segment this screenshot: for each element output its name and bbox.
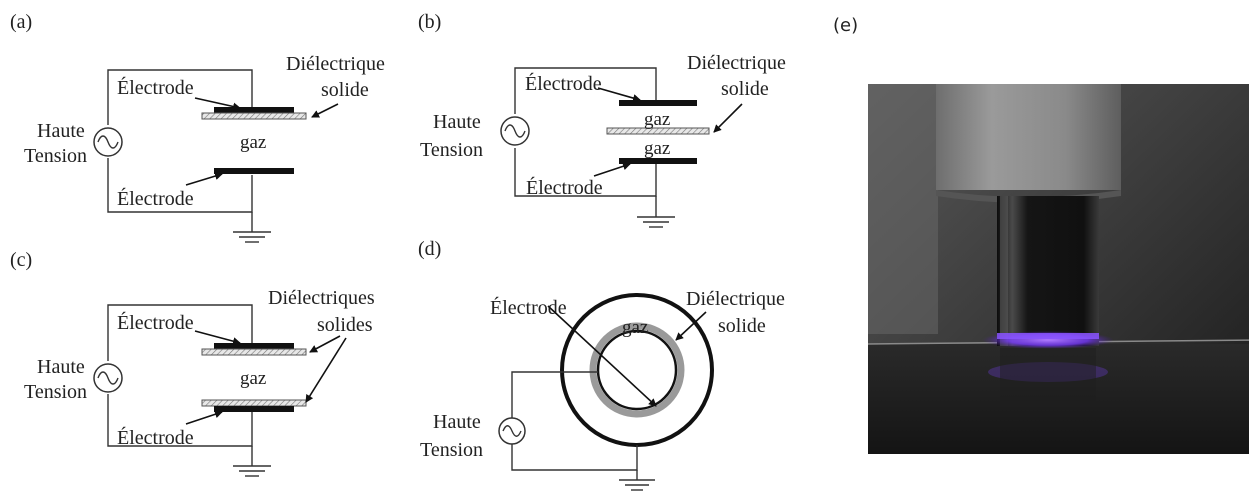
- panel-c-arrow-dielectric-top: [309, 335, 341, 353]
- panel-a-electrode-bottom: [214, 168, 294, 174]
- panel-d-hv-label-1: Haute: [433, 411, 481, 433]
- panel-c-hv-label-1: Haute: [37, 356, 85, 378]
- panel-d-dielectric-label-2: solide: [718, 315, 766, 337]
- panel-b-ground-icon: [637, 196, 675, 228]
- panel-a-arrow-dielectric: [311, 103, 339, 118]
- panel-a-electrode-bottom-label: Électrode: [117, 187, 194, 210]
- panel-d-dielectric-label-1: Diélectrique: [686, 288, 785, 310]
- panel-c-label: (c): [10, 249, 32, 271]
- panel-c-electrode-bottom-label: Électrode: [117, 426, 194, 449]
- panel-b-electrode-bottom-label: Électrode: [526, 176, 603, 199]
- panel-a-arrow-electrode-top: [194, 97, 241, 111]
- panel-c-arrow-dielectric-bottom: [305, 337, 347, 403]
- panel-e: (e): [833, 15, 1249, 454]
- panel-c-arrow-electrode-bottom: [185, 410, 223, 425]
- panel-a-ground-icon: [233, 212, 271, 243]
- panel-c: (c) Électrode Diélectriques solides gaz …: [10, 249, 375, 477]
- panel-c-ac-source-icon: [93, 363, 123, 393]
- panel-d-electrode-label: Électrode: [490, 296, 567, 319]
- panel-a-dielectric-label-1: Diélectrique: [286, 53, 385, 75]
- panel-c-electrode-top-label: Électrode: [117, 311, 194, 334]
- panel-b-electrode-bottom: [619, 158, 697, 164]
- panel-e-photo: [867, 84, 1249, 454]
- panel-c-circuit: [107, 304, 253, 447]
- panel-d-label: (d): [418, 238, 441, 260]
- panel-d-circuit: [511, 371, 638, 471]
- panel-b: (b) Électrode Diélectrique solide gaz ga…: [418, 11, 786, 228]
- panel-b-hv-label-2: Tension: [420, 139, 483, 161]
- panel-b-arrow-dielectric: [713, 103, 743, 133]
- panel-c-electrode-top: [214, 343, 294, 349]
- panel-a-gas-label: gaz: [240, 132, 266, 153]
- panel-c-electrode-bottom: [214, 406, 294, 412]
- panel-b-electrode-top-label: Électrode: [525, 72, 602, 95]
- panel-b-gas-bottom-label: gaz: [644, 138, 670, 159]
- panel-d-ac-source-icon: [498, 417, 526, 445]
- panel-a-hv-label-2: Tension: [24, 145, 87, 167]
- panel-d-inner-electrode: [596, 329, 678, 411]
- panel-a-ac-source-icon: [93, 127, 123, 157]
- panel-a-hv-label-1: Haute: [37, 120, 85, 142]
- panel-c-gas-label: gaz: [240, 368, 266, 389]
- panel-b-dielectric-label-2: solide: [721, 78, 769, 100]
- panel-a-dielectric: [201, 112, 307, 120]
- panel-d-hv-label-2: Tension: [420, 439, 483, 461]
- panel-c-dielectric-top: [201, 348, 307, 356]
- panel-a-circuit: [107, 69, 253, 213]
- panel-d-arrow-dielectric: [675, 311, 707, 341]
- panel-a-arrow-electrode-bottom: [185, 172, 223, 186]
- panel-b-gas-top-label: gaz: [644, 109, 670, 130]
- panel-b-hv-label-1: Haute: [433, 111, 481, 133]
- panel-b-ac-source-icon: [500, 116, 530, 146]
- panel-a: (a) Électrode Diélectrique solide gaz Él…: [10, 11, 385, 243]
- panel-a-electrode-top: [214, 107, 294, 113]
- panel-c-dielectric-label-1: Diélectriques: [268, 287, 375, 309]
- panel-d-ground-icon: [619, 470, 655, 491]
- panel-b-label: (b): [418, 11, 441, 33]
- panel-c-hv-label-2: Tension: [24, 381, 87, 403]
- panel-a-label: (a): [10, 11, 32, 33]
- panel-d: (d) Électrode Diélectrique solide gaz Ha…: [418, 238, 785, 491]
- panel-b-dielectric: [606, 127, 710, 135]
- panel-e-label: (e): [833, 15, 858, 36]
- panel-a-electrode-top-label: Électrode: [117, 76, 194, 99]
- panel-c-ground-icon: [233, 446, 271, 477]
- panel-b-circuit: [514, 67, 657, 197]
- panel-c-dielectric-bottom: [201, 399, 307, 407]
- panel-b-electrode-top: [619, 100, 697, 106]
- panel-e-holder: [936, 84, 1121, 190]
- panel-d-dielectric-ring: [589, 322, 685, 418]
- panel-a-dielectric-label-2: solide: [321, 79, 369, 101]
- panel-b-dielectric-label-1: Diélectrique: [687, 52, 786, 74]
- panel-b-arrow-electrode-bottom: [593, 162, 631, 177]
- panel-b-arrow-electrode-top: [597, 87, 641, 102]
- panel-c-dielectric-label-2: solides: [317, 314, 373, 336]
- panel-d-gas-label: gaz: [622, 317, 648, 338]
- panel-e-electrode-tube: [997, 196, 1099, 346]
- panel-c-arrow-electrode-top: [194, 330, 241, 346]
- panel-d-arrow-electrode: [547, 305, 657, 407]
